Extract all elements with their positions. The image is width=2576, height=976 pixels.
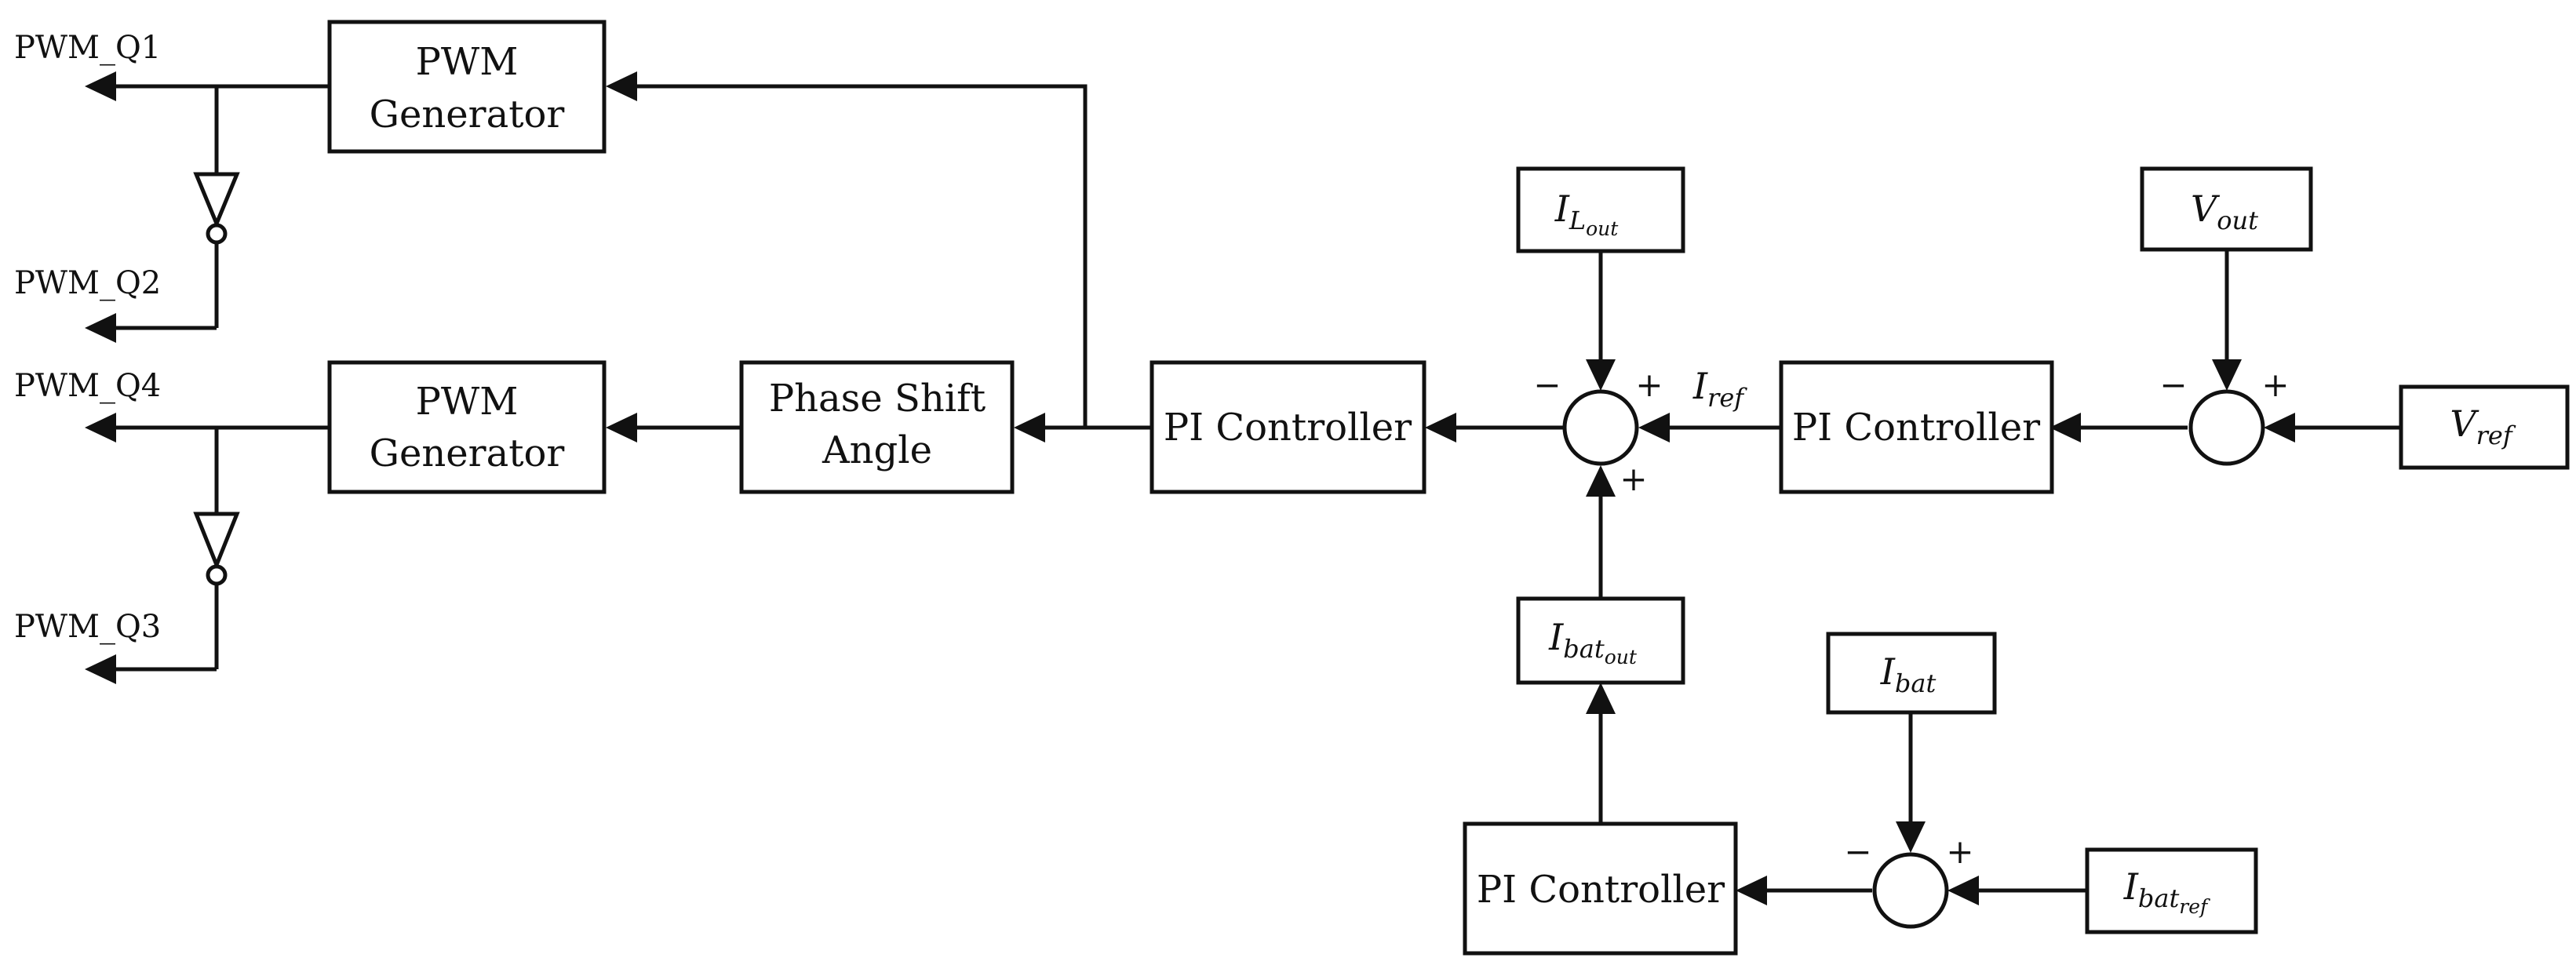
signal-label-i-ref: Iref [1692,365,1747,413]
sign-plus-current-right: + [1635,366,1663,404]
signal-box-v-out: Vout [2140,166,2313,252]
block-pwm-generator-bottom: PWM Generator [327,360,607,494]
sign-plus-current-bottom: + [1620,460,1647,498]
arrowhead-sum-voltage-top-in [2212,359,2242,391]
block-label-line2: Angle [822,428,932,472]
arrowhead-q4 [85,413,116,442]
signal-label: Ibatref [2123,865,2210,918]
wire-pi-to-pwm-top [634,84,1088,428]
arrowhead-pi-current-in [1425,413,1456,442]
arrowhead-phase-in [1014,413,1045,442]
arrowheads [85,71,2295,905]
arrowhead-sum-current-right-in [1638,413,1670,442]
block-label: PI Controller [1477,868,1725,912]
block-label-line1: PWM [416,380,519,424]
summing-junction-current [1562,389,1639,466]
arrowhead-pwm-bottom-in [606,413,637,442]
sign-minus-current-top: − [1533,366,1561,404]
block-label: PI Controller [1164,406,1412,450]
summing-junction-voltage [2188,389,2265,466]
output-label-pwm-q3: PWM_Q3 [14,609,161,645]
arrowhead-pi-battery-in [1736,876,1767,905]
arrowhead-q3 [85,654,116,684]
output-label-pwm-q1: PWM_Q1 [14,30,161,66]
arrowhead-sum-voltage-right-in [2264,413,2295,442]
block-pi-controller-current: PI Controller [1150,360,1426,494]
arrowhead-sum-current-top-in [1586,359,1616,391]
wires [110,84,2401,893]
arrowhead-pi-voltage-in [2050,413,2081,442]
arrowhead-pwm-top-in [606,71,637,101]
signal-label: Vref [2450,402,2516,450]
arrowhead-sum-battery-top-in [1896,821,1926,853]
arrowhead-ibat-out-in [1586,683,1616,714]
sign-plus-battery-right: + [1946,832,1973,871]
sign-plus-voltage-right: + [2261,366,2289,404]
signal-label: Vout [2191,188,2258,235]
block-label-line2: Generator [370,93,565,137]
block-phase-shift-angle: Phase Shift Angle [739,360,1015,494]
signal-label: Ibatout [1548,616,1638,668]
summing-junction-battery [1872,852,1949,929]
arrowhead-q1 [85,71,116,101]
signal-box-i-bat-ref: Ibatref [2085,847,2258,934]
sign-minus-battery-top: − [1844,832,1871,871]
inverter-bubble-icon [206,564,228,586]
inverter-triangle-icon [193,512,240,570]
signal-box-i-l-out: ILout [1516,166,1685,253]
signal-label: Ibat [1880,650,1937,698]
block-pi-controller-battery: PI Controller [1463,821,1738,956]
block-label-line1: Phase Shift [769,377,986,421]
signal-box-v-ref: Vref [2399,384,2570,470]
block-pwm-generator-top: PWM Generator [327,20,607,154]
inverter-q2 [193,172,240,245]
output-label-pwm-q4: PWM_Q4 [14,368,161,404]
block-label-line1: PWM [416,40,519,84]
arrowhead-sum-battery-right-in [1947,876,1979,905]
inverter-q3 [193,512,240,586]
block-label-line2: Generator [370,432,565,475]
block-pi-controller-voltage: PI Controller [1779,360,2054,494]
inverter-triangle-icon [193,172,240,229]
arrowhead-q2 [85,313,116,343]
output-label-pwm-q2: PWM_Q2 [14,265,161,301]
signal-box-i-bat-out: Ibatout [1516,596,1685,685]
inverter-bubble-icon [206,223,228,245]
sign-labels: − + + − + − + [1533,366,2289,871]
signal-box-i-bat: Ibat [1826,632,1997,715]
block-label: PI Controller [1792,406,2040,450]
sign-minus-voltage-top: − [2159,366,2187,404]
signal-label: ILout [1554,188,1620,240]
arrowhead-sum-current-bottom-in [1586,465,1616,497]
